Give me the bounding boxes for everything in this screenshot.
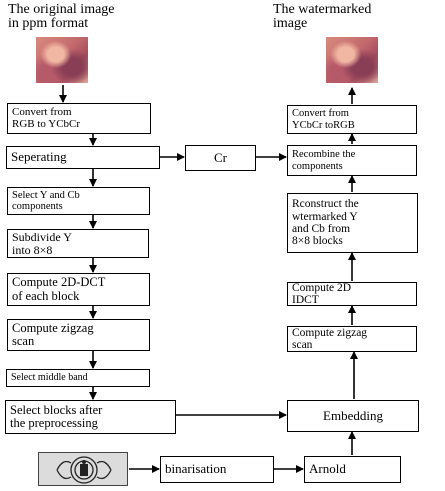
original-image-thumbnail: [36, 37, 88, 83]
embedding-box: Embedding: [287, 400, 419, 432]
watermarked-image-caption: The watermarked image: [273, 2, 372, 31]
original-image-caption: The original image in ppm format: [8, 2, 115, 31]
reconstruct-blocks-box: Rconstruct the wtermarked Y and Cb from …: [287, 193, 418, 253]
compute-2d-idct-box: Compute 2D IDCT: [287, 282, 417, 306]
compute-zigzag-left-box: Compute zigzag scan: [7, 319, 150, 351]
watermarked-image-thumbnail: [326, 37, 378, 83]
select-middle-band-box: Select middle band: [6, 369, 150, 387]
recombine-components-box: Recombine the components: [287, 145, 417, 176]
compute-zigzag-right-box: Compute zigzag scan: [287, 326, 417, 352]
subdivide-y-box: Subdivide Y into 8×8: [7, 229, 149, 258]
select-y-cb-box: Select Y and Cb components: [7, 187, 150, 215]
watermark-logo: [38, 452, 128, 486]
arnold-box: Arnold: [304, 456, 401, 483]
compute-2d-dct-box: Compute 2D-DCT of each block: [7, 273, 150, 306]
binarisation-box: binarisation: [160, 456, 274, 483]
convert-ycbcr-to-rgb-box: Convert from YCbCr toRGB: [287, 105, 417, 134]
select-blocks-box: Select blocks after the preprocessing: [5, 400, 176, 434]
separating-box: Seperating: [6, 146, 160, 169]
convert-rgb-to-ycbcr-box: Convert from RGB to YCbCr: [7, 103, 151, 134]
cr-box: Cr: [185, 145, 256, 171]
emblem-icon: [56, 456, 112, 484]
